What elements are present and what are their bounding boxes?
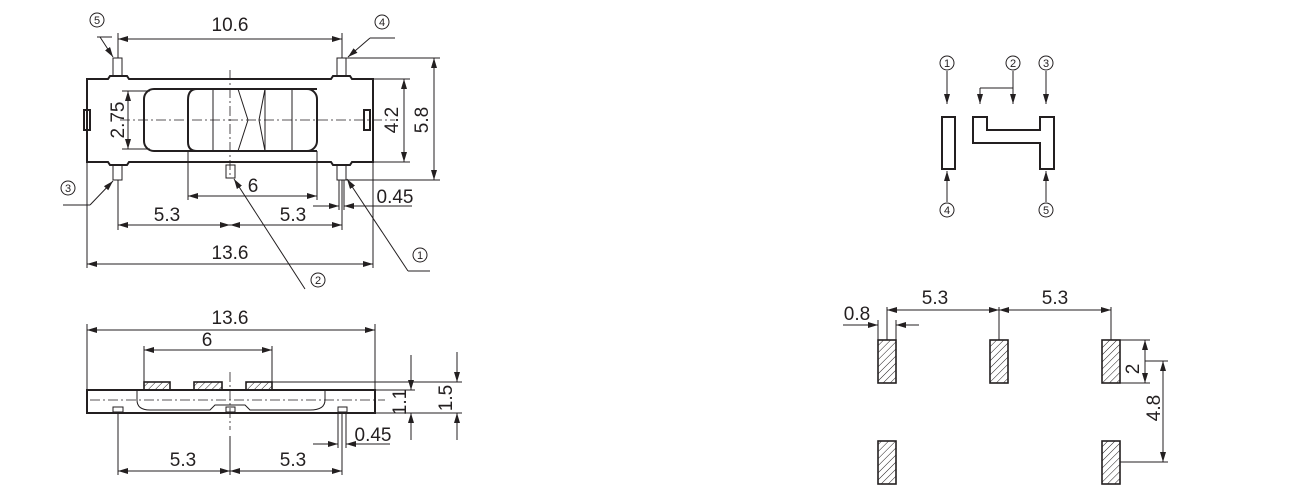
schematic-callout-4: 4 (944, 205, 950, 217)
pad (877, 440, 897, 485)
pcb-footprint: 0.8 5.3 5.3 2 4.8 (843, 288, 1168, 485)
pad (1101, 339, 1121, 384)
side-dim-actuator-width: 6 (202, 330, 213, 351)
schematic: 1 2 3 4 5 (939, 55, 1055, 218)
dim-pad-pitch-right: 5.3 (1042, 288, 1068, 309)
schematic-callout-3: 3 (1043, 58, 1049, 70)
dim-pin-span: 10.6 (212, 15, 249, 36)
schematic-callout-2: 2 (1010, 58, 1016, 70)
actuator-pad (193, 381, 223, 391)
dim-pad-width: 0.8 (844, 304, 870, 325)
dim-pitch-right: 5.3 (280, 205, 306, 226)
callout-5: 5 (94, 15, 100, 27)
dimensions-footprint: 0.8 5.3 5.3 2 4.8 (843, 288, 1168, 463)
side-dim-total-height: 1.5 (436, 385, 457, 411)
dim-actuator-width: 6 (248, 176, 259, 197)
callout-1: 1 (417, 250, 423, 262)
side-dim-pitch-left: 5.3 (170, 450, 196, 471)
dim-pin-width: 0.45 (377, 187, 414, 208)
schematic-callout-1: 1 (944, 58, 950, 70)
actuator-pad (143, 381, 171, 391)
schematic-callout-5: 5 (1043, 205, 1049, 217)
side-view: 13.6 6 1.1 1.5 0.45 5.3 5.3 (86, 308, 462, 475)
dim-height-total: 5.8 (412, 107, 433, 133)
side-dim-pin-width: 0.45 (355, 425, 392, 446)
callout-3: 3 (65, 183, 71, 195)
side-dim-body-length: 13.6 (212, 308, 249, 329)
pin-5 (112, 57, 123, 77)
actuator[interactable] (187, 88, 317, 152)
dim-window-height: 2.75 (108, 102, 129, 139)
callout-2: 2 (315, 275, 321, 287)
dim-pad-pitch-left: 5.3 (922, 288, 948, 309)
pin-1 (336, 164, 347, 181)
dimensions-side: 13.6 6 1.1 1.5 0.45 5.3 5.3 (86, 308, 462, 475)
dim-pad-height: 2 (1123, 364, 1144, 375)
pin-4 (336, 57, 347, 77)
switch-body (83, 57, 395, 181)
pin-3 (112, 164, 123, 181)
pad (1101, 440, 1121, 485)
dim-row-spacing: 4.8 (1144, 395, 1165, 421)
dimensions-top: 10.6 5.8 4.2 2.75 6 0.45 5.3 5.3 (86, 15, 440, 268)
dim-body-length: 13.6 (212, 243, 249, 264)
callout-4: 4 (379, 17, 385, 29)
pad (877, 339, 897, 384)
side-tab-left (83, 109, 91, 131)
actuator-pad (245, 381, 273, 391)
contact-left (941, 116, 956, 170)
side-dim-body-height: 1.1 (390, 389, 411, 415)
dim-body-height: 4.2 (382, 107, 403, 133)
top-view: 10.6 5.8 4.2 2.75 6 0.45 5.3 5.3 (60, 12, 440, 290)
dim-pitch-left: 5.3 (154, 205, 180, 226)
contact-common (972, 116, 1055, 170)
callouts-top: 5 4 3 2 1 (60, 12, 430, 290)
pin-2 (225, 164, 236, 179)
pad (989, 339, 1009, 384)
side-dim-pitch-right: 5.3 (280, 450, 306, 471)
